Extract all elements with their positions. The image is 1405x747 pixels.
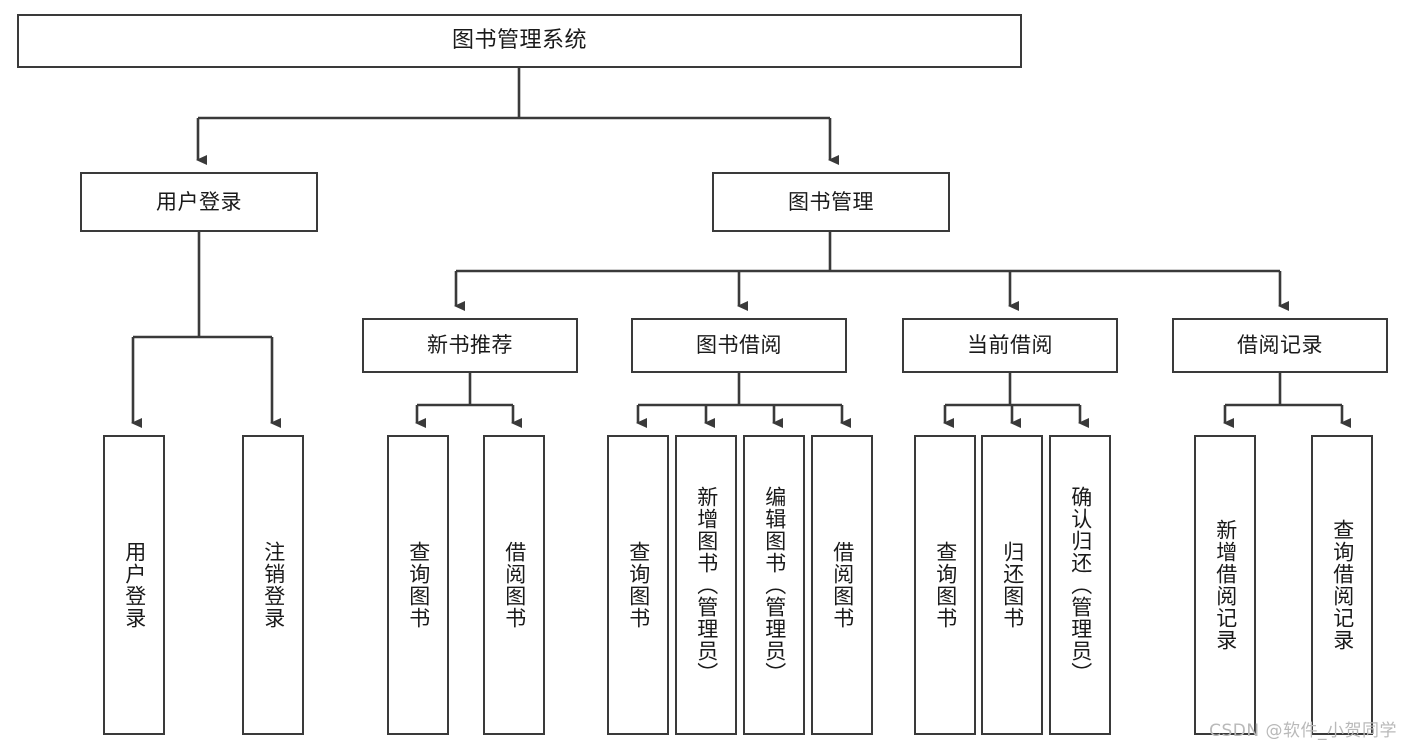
node-leaf-logout[interactable]: 注销登录 [242,435,304,735]
node-label: 新增图书（管理员） [694,486,719,684]
node-book-borrow[interactable]: 图书借阅 [631,318,847,373]
node-label: 查询图书 [933,541,958,629]
node-leaf-query-book-newbook[interactable]: 查询图书 [387,435,449,735]
node-borrow-record[interactable]: 借阅记录 [1172,318,1388,373]
node-user-login[interactable]: 用户登录 [80,172,318,232]
node-root-book-management-system[interactable]: 图书管理系统 [17,14,1022,68]
node-leaf-add-book-admin[interactable]: 新增图书（管理员） [675,435,737,735]
node-new-book-recommendation[interactable]: 新书推荐 [362,318,578,373]
node-label: 查询借阅记录 [1330,519,1355,651]
node-leaf-return-book[interactable]: 归还图书 [981,435,1043,735]
node-leaf-borrow-book[interactable]: 借阅图书 [811,435,873,735]
node-label: 归还图书 [1000,541,1025,629]
node-label: 查询图书 [626,541,651,629]
node-label: 当前借阅 [967,333,1053,358]
node-label: 查询图书 [406,541,431,629]
node-leaf-query-book-borrow[interactable]: 查询图书 [607,435,669,735]
node-label: 新增借阅记录 [1213,519,1238,651]
node-leaf-add-borrow-record[interactable]: 新增借阅记录 [1194,435,1256,735]
node-label: 编辑图书（管理员） [762,486,787,684]
node-leaf-query-borrow-record[interactable]: 查询借阅记录 [1311,435,1373,735]
node-label: 图书借阅 [696,333,782,358]
node-label: 借阅图书 [502,541,527,629]
node-label: 借阅记录 [1237,333,1323,358]
node-leaf-borrow-book-newbook[interactable]: 借阅图书 [483,435,545,735]
node-label: 用户登录 [122,541,147,629]
node-label: 确认归还（管理员） [1068,486,1093,684]
node-label: 用户登录 [156,189,242,214]
node-label: 图书管理 [788,189,874,214]
node-label: 注销登录 [261,541,286,629]
node-label: 新书推荐 [427,333,513,358]
node-leaf-user-login[interactable]: 用户登录 [103,435,165,735]
node-book-management[interactable]: 图书管理 [712,172,950,232]
node-label: 借阅图书 [830,541,855,629]
node-leaf-query-book-current[interactable]: 查询图书 [914,435,976,735]
node-label: 图书管理系统 [451,28,587,54]
node-current-borrow[interactable]: 当前借阅 [902,318,1118,373]
node-leaf-edit-book-admin[interactable]: 编辑图书（管理员） [743,435,805,735]
node-leaf-confirm-return-admin[interactable]: 确认归还（管理员） [1049,435,1111,735]
csdn-watermark: CSDN @软件_小贺同学 [1209,721,1397,741]
